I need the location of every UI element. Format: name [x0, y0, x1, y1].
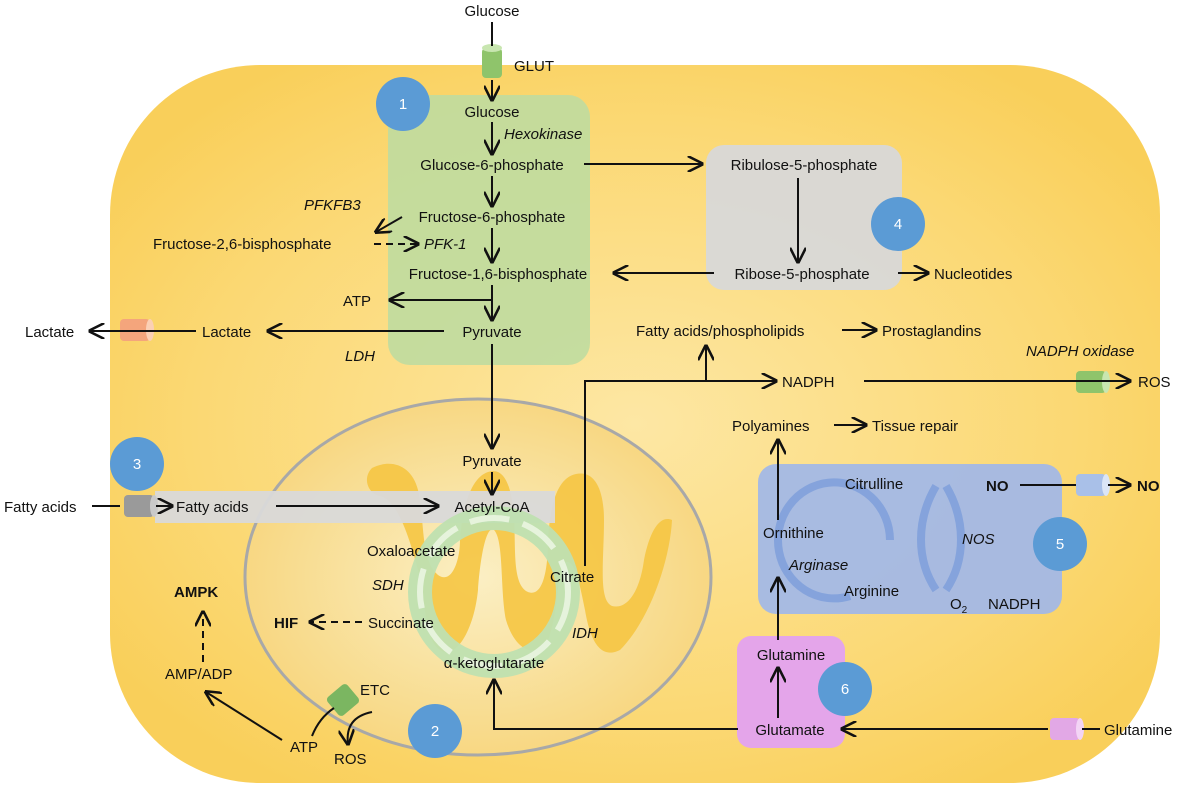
label-ampk: AMPK	[174, 584, 218, 601]
label-citrate: Citrate	[550, 569, 594, 586]
label-no-outer: NO	[1137, 478, 1160, 495]
label-o2: O2	[950, 596, 968, 616]
label-amp-adp: AMP/ADP	[165, 666, 233, 683]
badge-5: 5	[1033, 517, 1087, 571]
label-hif: HIF	[274, 615, 298, 632]
arrow-etc-to-ros	[348, 711, 373, 744]
label-idh: IDH	[572, 625, 598, 642]
label-tissue-repair: Tissue repair	[872, 418, 958, 435]
label-glucose: Glucose	[464, 104, 519, 121]
svg-text:5: 5	[1056, 536, 1064, 553]
label-pyruvate-mito: Pyruvate	[462, 453, 521, 470]
arrow-to-pfkfb3	[376, 216, 403, 232]
label-etc: ETC	[360, 682, 390, 699]
label-glutamine-ext: Glutamine	[1104, 722, 1172, 739]
label-oxaloacetate: Oxaloacetate	[367, 543, 455, 560]
label-o2-base: O	[950, 596, 962, 613]
arrow-glutamate-to-akg	[494, 680, 738, 730]
label-g6p: Glucose-6-phosphate	[420, 157, 563, 174]
no-transporter	[1076, 474, 1110, 496]
label-atp-mito: ATP	[290, 739, 318, 756]
label-citrulline: Citrulline	[845, 476, 903, 493]
label-nadph-nos: NADPH	[988, 596, 1041, 613]
urea-cycle-arc	[774, 478, 894, 603]
label-ros-out: ROS	[1138, 374, 1171, 391]
pentose-phosphate-box	[706, 145, 902, 290]
svg-text:1: 1	[399, 96, 407, 113]
label-glutamate: Glutamate	[755, 722, 824, 739]
label-acetyl-coa: Acetyl-CoA	[454, 499, 529, 516]
svg-text:6: 6	[841, 681, 849, 698]
label-prostaglandins: Prostaglandins	[882, 323, 981, 340]
label-ribose5p: Ribose-5-phosphate	[734, 266, 869, 283]
label-glucose-ext: Glucose	[464, 3, 519, 20]
glutamine-box	[737, 636, 845, 748]
label-ribulose5p: Ribulose-5-phosphate	[731, 157, 878, 174]
label-o2-sub: 2	[962, 605, 968, 616]
label-sdh: SDH	[372, 577, 404, 594]
badge-6: 6	[818, 662, 872, 716]
fatty-acid-transporter	[124, 495, 158, 517]
label-f16bp: Fructose-1,6-bisphosphate	[409, 266, 587, 283]
arrow-etc-to-atp	[311, 707, 335, 737]
label-nadph: NADPH	[782, 374, 835, 391]
badge-3: 3	[110, 437, 164, 491]
label-pfkfb3: PFKFB3	[304, 197, 361, 214]
label-lactate: Lactate	[202, 324, 251, 341]
label-no-inner: NO	[986, 478, 1009, 495]
svg-text:2: 2	[431, 723, 439, 740]
badge-1: 1	[376, 77, 430, 131]
mitochondrial-cristae	[366, 463, 672, 653]
glut-transporter	[482, 44, 502, 78]
nos-cycle-arc	[917, 483, 940, 593]
label-fa-ext: Fatty acids	[4, 499, 77, 516]
svg-text:4: 4	[894, 216, 902, 233]
label-hexokinase: Hexokinase	[504, 126, 582, 143]
label-arginine: Arginine	[844, 583, 899, 600]
badge-4: 4	[871, 197, 925, 251]
label-nucleotides: Nucleotides	[934, 266, 1012, 283]
label-ros-mito: ROS	[334, 751, 367, 768]
glycolysis-box	[388, 95, 590, 365]
badge-2: 2	[408, 704, 462, 758]
arrow-citrate-export	[584, 381, 776, 566]
label-arginase: Arginase	[788, 557, 848, 574]
etc-complex	[326, 684, 360, 716]
label-nadph-oxidase: NADPH oxidase	[1026, 343, 1134, 360]
tca-cycle-inner	[417, 515, 571, 669]
glutamine-transporter	[1050, 718, 1084, 740]
label-polyamines: Polyamines	[732, 418, 810, 435]
label-glutamine-int: Glutamine	[757, 647, 825, 664]
label-nos: NOS	[962, 531, 995, 548]
label-ldh: LDH	[345, 348, 375, 365]
arginine-metabolism-box	[758, 464, 1062, 614]
label-fa-int: Fatty acids	[176, 499, 249, 516]
label-f6p: Fructose-6-phosphate	[419, 209, 566, 226]
label-pfk1: PFK-1	[424, 236, 467, 253]
svg-text:3: 3	[133, 456, 141, 473]
nos-cycle-arc-2	[942, 483, 965, 593]
label-lactate-ext: Lactate	[25, 324, 74, 341]
label-f26bp: Fructose-2,6-bisphosphate	[153, 236, 331, 253]
label-glut: GLUT	[514, 58, 554, 75]
label-fa-phospholipids: Fatty acids/phospholipids	[636, 323, 804, 340]
label-atp-glycolysis: ATP	[343, 293, 371, 310]
label-pyruvate: Pyruvate	[462, 324, 521, 341]
label-alpha-kg: α-ketoglutarate	[444, 655, 544, 672]
label-succinate: Succinate	[368, 615, 434, 632]
label-ornithine: Ornithine	[763, 525, 824, 542]
arrow-atp-to-ampadp	[206, 692, 283, 741]
